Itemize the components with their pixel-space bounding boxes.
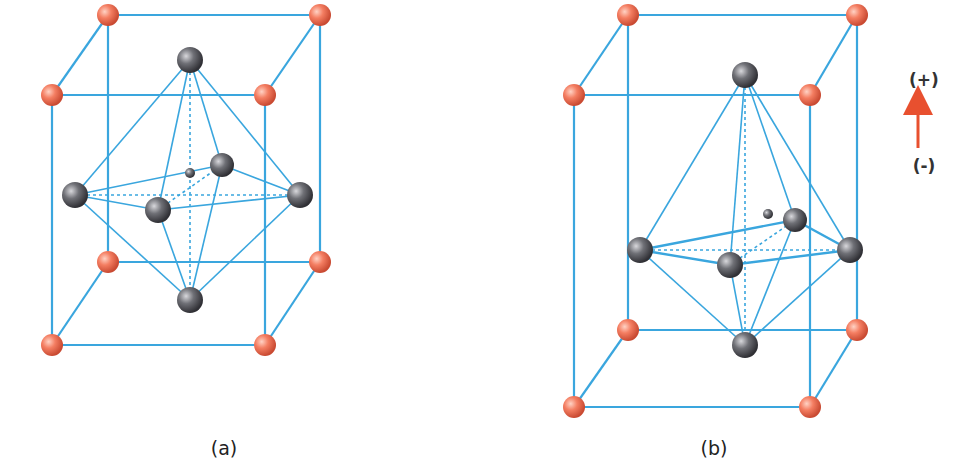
cubic-cell-a bbox=[52, 15, 320, 345]
polarity-label: (-) bbox=[913, 156, 936, 176]
tetragonal-cell-b bbox=[574, 15, 857, 407]
panel-label: (b) bbox=[701, 437, 728, 459]
atoms-a bbox=[41, 4, 331, 356]
octahedron-b bbox=[640, 75, 850, 345]
polarization-arrow bbox=[917, 100, 920, 148]
polarity-label: (+) bbox=[909, 70, 939, 90]
panel-label: (a) bbox=[211, 437, 237, 459]
atoms-b bbox=[563, 4, 868, 418]
octahedron-a bbox=[75, 60, 300, 300]
